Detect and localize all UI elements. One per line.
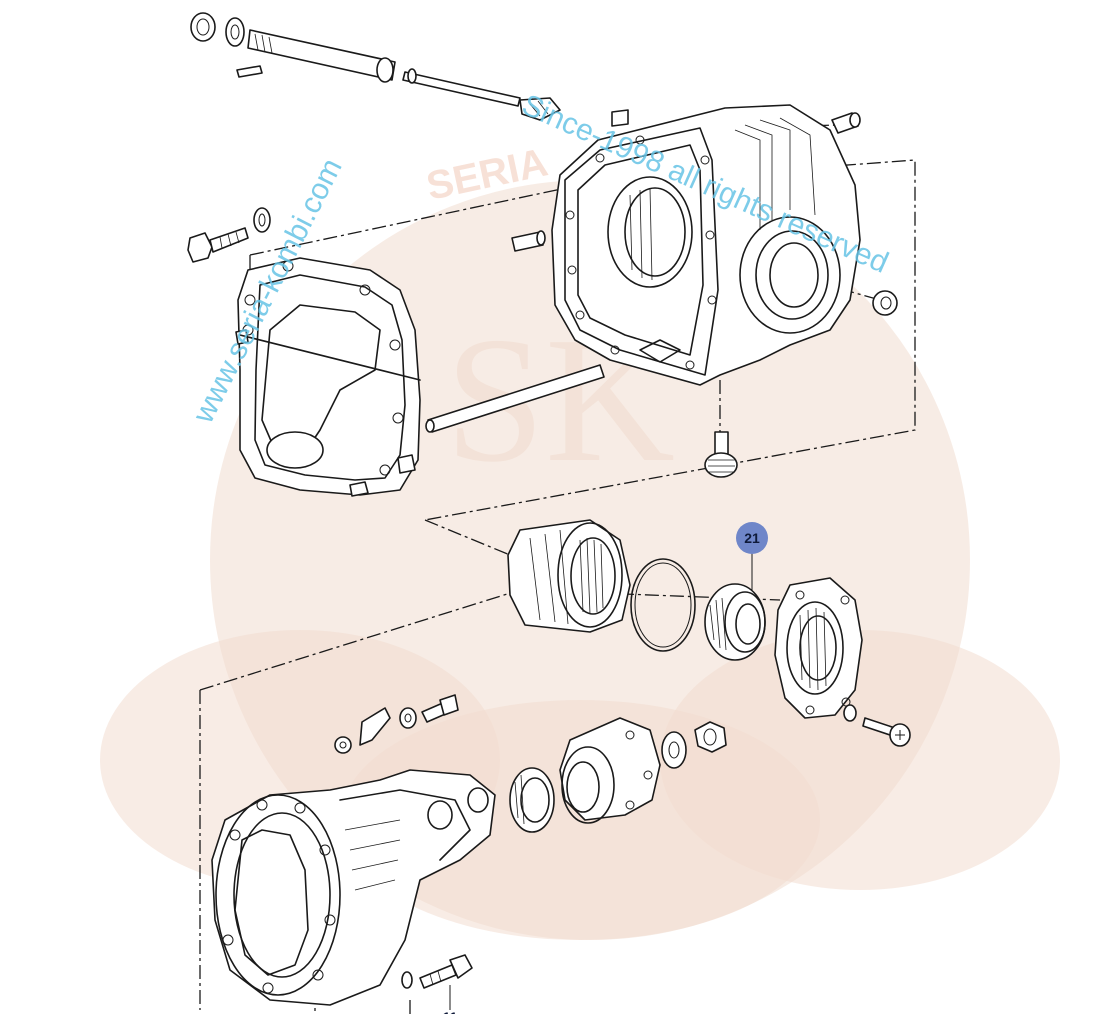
callout-11: 11 (443, 985, 458, 1014)
selector-shaft-group (190, 12, 861, 134)
gearbox-housing (511, 104, 861, 386)
fasteners-upper (187, 207, 898, 478)
callout-21-label: 21 (744, 530, 760, 546)
side-cover (235, 257, 421, 497)
callout-11-label: 11 (443, 1009, 458, 1014)
fasteners-lower (334, 694, 473, 989)
output-flange-group (509, 704, 911, 833)
callout-21: 21 (736, 522, 768, 590)
differential-parts (507, 519, 863, 719)
final-drive-housing (211, 769, 496, 1006)
